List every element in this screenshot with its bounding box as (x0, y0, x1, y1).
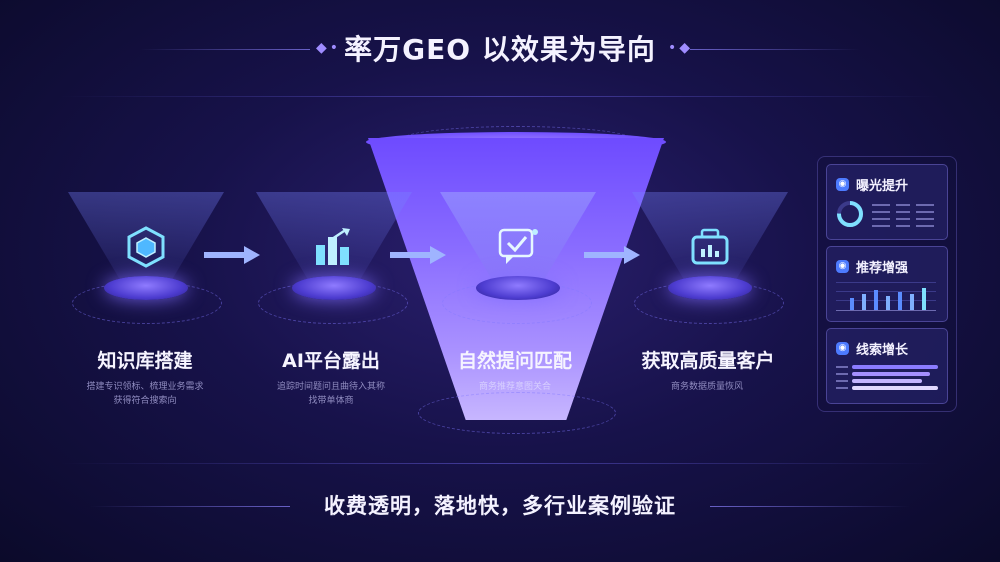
step-4-label: 获取高质量客户 (641, 350, 775, 372)
step-1-label: 知识库搭建 (97, 350, 193, 372)
lead-icon: ◉ (836, 342, 849, 355)
title-line-right (690, 49, 860, 50)
donut-icon (836, 200, 864, 232)
arrow-right-icon (584, 246, 640, 264)
step-2-pedestal (292, 276, 376, 300)
card-leads-title: 线索增长 (856, 343, 909, 358)
card-recommend-title: 推荐增强 (856, 261, 909, 276)
divider-bottom (60, 463, 940, 464)
eye-icon: ◉ (836, 178, 849, 191)
bottom-line-left (90, 506, 290, 507)
chart-bars-icon (312, 225, 356, 269)
step-3-sub1: 商务推荐意图关合 (478, 382, 551, 392)
arrow-right-icon (204, 246, 260, 264)
big-cone-base-ring (418, 392, 616, 434)
bottom-line-right (710, 506, 910, 507)
divider-top (60, 96, 940, 97)
bottom-tagline: 收费透明，落地快，多行业案例验证 (324, 494, 676, 518)
thumb-icon: ◉ (836, 260, 849, 273)
step-2-sub2: 找带单体商 (308, 396, 354, 406)
step-2-label: AI平台露出 (282, 350, 380, 372)
check-chat-icon (496, 224, 540, 268)
step-1-sub1: 搭建专识领标、梳理业务需求 (86, 382, 204, 392)
step-4-pedestal (668, 276, 752, 300)
step-4-sub1: 商务数据质量恢风 (670, 382, 743, 392)
step-2-sub1: 追踪时间题问且曲待入其称 (276, 382, 385, 392)
mini-progress-bars (836, 364, 940, 396)
card-exposure-title: 曝光提升 (856, 179, 909, 194)
title-dots-right: •◆ (668, 40, 694, 56)
mini-bar-chart (836, 282, 940, 316)
step-3-pedestal (476, 276, 560, 300)
step-1-pedestal (104, 276, 188, 300)
title-dots-left: ◆• (316, 40, 342, 56)
title-section: ◆• 率万GEO 以效果为导向 •◆ (0, 28, 1000, 72)
step-1-sub2: 获得符合搜索向 (113, 396, 177, 406)
arrow-right-icon (390, 246, 446, 264)
mini-table (872, 203, 938, 233)
page-title: 率万GEO 以效果为导向 (344, 33, 656, 66)
hexagon-cube-icon (124, 225, 168, 269)
briefcase-icon (688, 225, 732, 269)
step-3-label: 自然提问匹配 (457, 350, 572, 372)
title-line-left (140, 49, 310, 50)
